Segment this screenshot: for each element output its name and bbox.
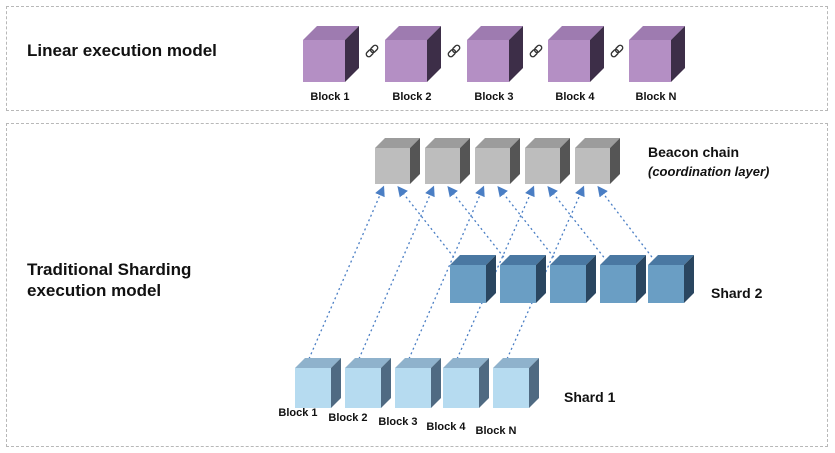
chain-link-icon (529, 44, 543, 58)
shard2-block-cube (450, 255, 496, 303)
chain-link-icon (610, 44, 624, 58)
beacon-block-cube (575, 138, 620, 184)
beacon-block-cube (375, 138, 420, 184)
shard2-to-beacon-arrow (397, 185, 461, 266)
linear-block-cube (629, 26, 685, 82)
shard1-block-cube (295, 358, 341, 408)
shard1-to-beacon-arrow (304, 185, 385, 369)
linear-block-cube (303, 26, 359, 82)
shard2-to-beacon-arrow (597, 185, 659, 266)
shard2-block-cube (550, 255, 596, 303)
shard2-to-beacon-arrow (447, 185, 511, 266)
sharding-model-title-line2: execution model (27, 281, 162, 300)
shard2-block-cube (500, 255, 546, 303)
shard1-block-label: Block N (476, 425, 517, 437)
beacon-chain-label: Beacon chain (648, 144, 739, 160)
shard2-block-cube (600, 255, 646, 303)
chain-link-icon (365, 44, 379, 58)
shard1-block-cube (395, 358, 441, 408)
shard1-block-cube (443, 358, 489, 408)
linear-block-cube (467, 26, 523, 82)
shard2-label: Shard 2 (711, 285, 763, 301)
sharding-model-panel (6, 123, 828, 447)
shard1-to-beacon-arrow (354, 185, 435, 369)
beacon-block-cube (425, 138, 470, 184)
linear-block-label: Block 2 (392, 91, 431, 103)
cubes-layer (295, 26, 694, 408)
linear-model-panel (6, 6, 828, 111)
shard2-block-cube (648, 255, 694, 303)
linear-block-label: Block 1 (310, 91, 349, 103)
arrows-layer (304, 185, 659, 369)
sharding-model-title-line1: Traditional Sharding (27, 260, 192, 279)
shard1-block-label: Block 1 (278, 407, 317, 419)
shard2-to-beacon-arrow (547, 185, 611, 266)
linear-block-cube (385, 26, 441, 82)
beacon-block-cube (525, 138, 570, 184)
labels-layer: Block 1 Block 2 Block 3 Block 4 Block N Beaco… (278, 44, 769, 437)
shard1-block-label: Block 3 (378, 416, 417, 428)
linear-block-cube (548, 26, 604, 82)
shard1-block-cube (493, 358, 539, 408)
linear-block-label: Block N (636, 91, 677, 103)
linear-model-title: Linear execution model (27, 41, 217, 60)
shard2-to-beacon-arrow (497, 185, 561, 266)
chain-link-icon (447, 44, 461, 58)
linear-block-label: Block 4 (555, 91, 595, 103)
shard1-block-cube (345, 358, 391, 408)
beacon-block-cube (475, 138, 520, 184)
shard1-label: Shard 1 (564, 389, 616, 405)
shard1-block-label: Block 2 (328, 412, 367, 424)
beacon-chain-sublabel: (coordination layer) (648, 164, 769, 179)
shard1-block-label: Block 4 (426, 421, 466, 433)
linear-block-label: Block 3 (474, 91, 513, 103)
